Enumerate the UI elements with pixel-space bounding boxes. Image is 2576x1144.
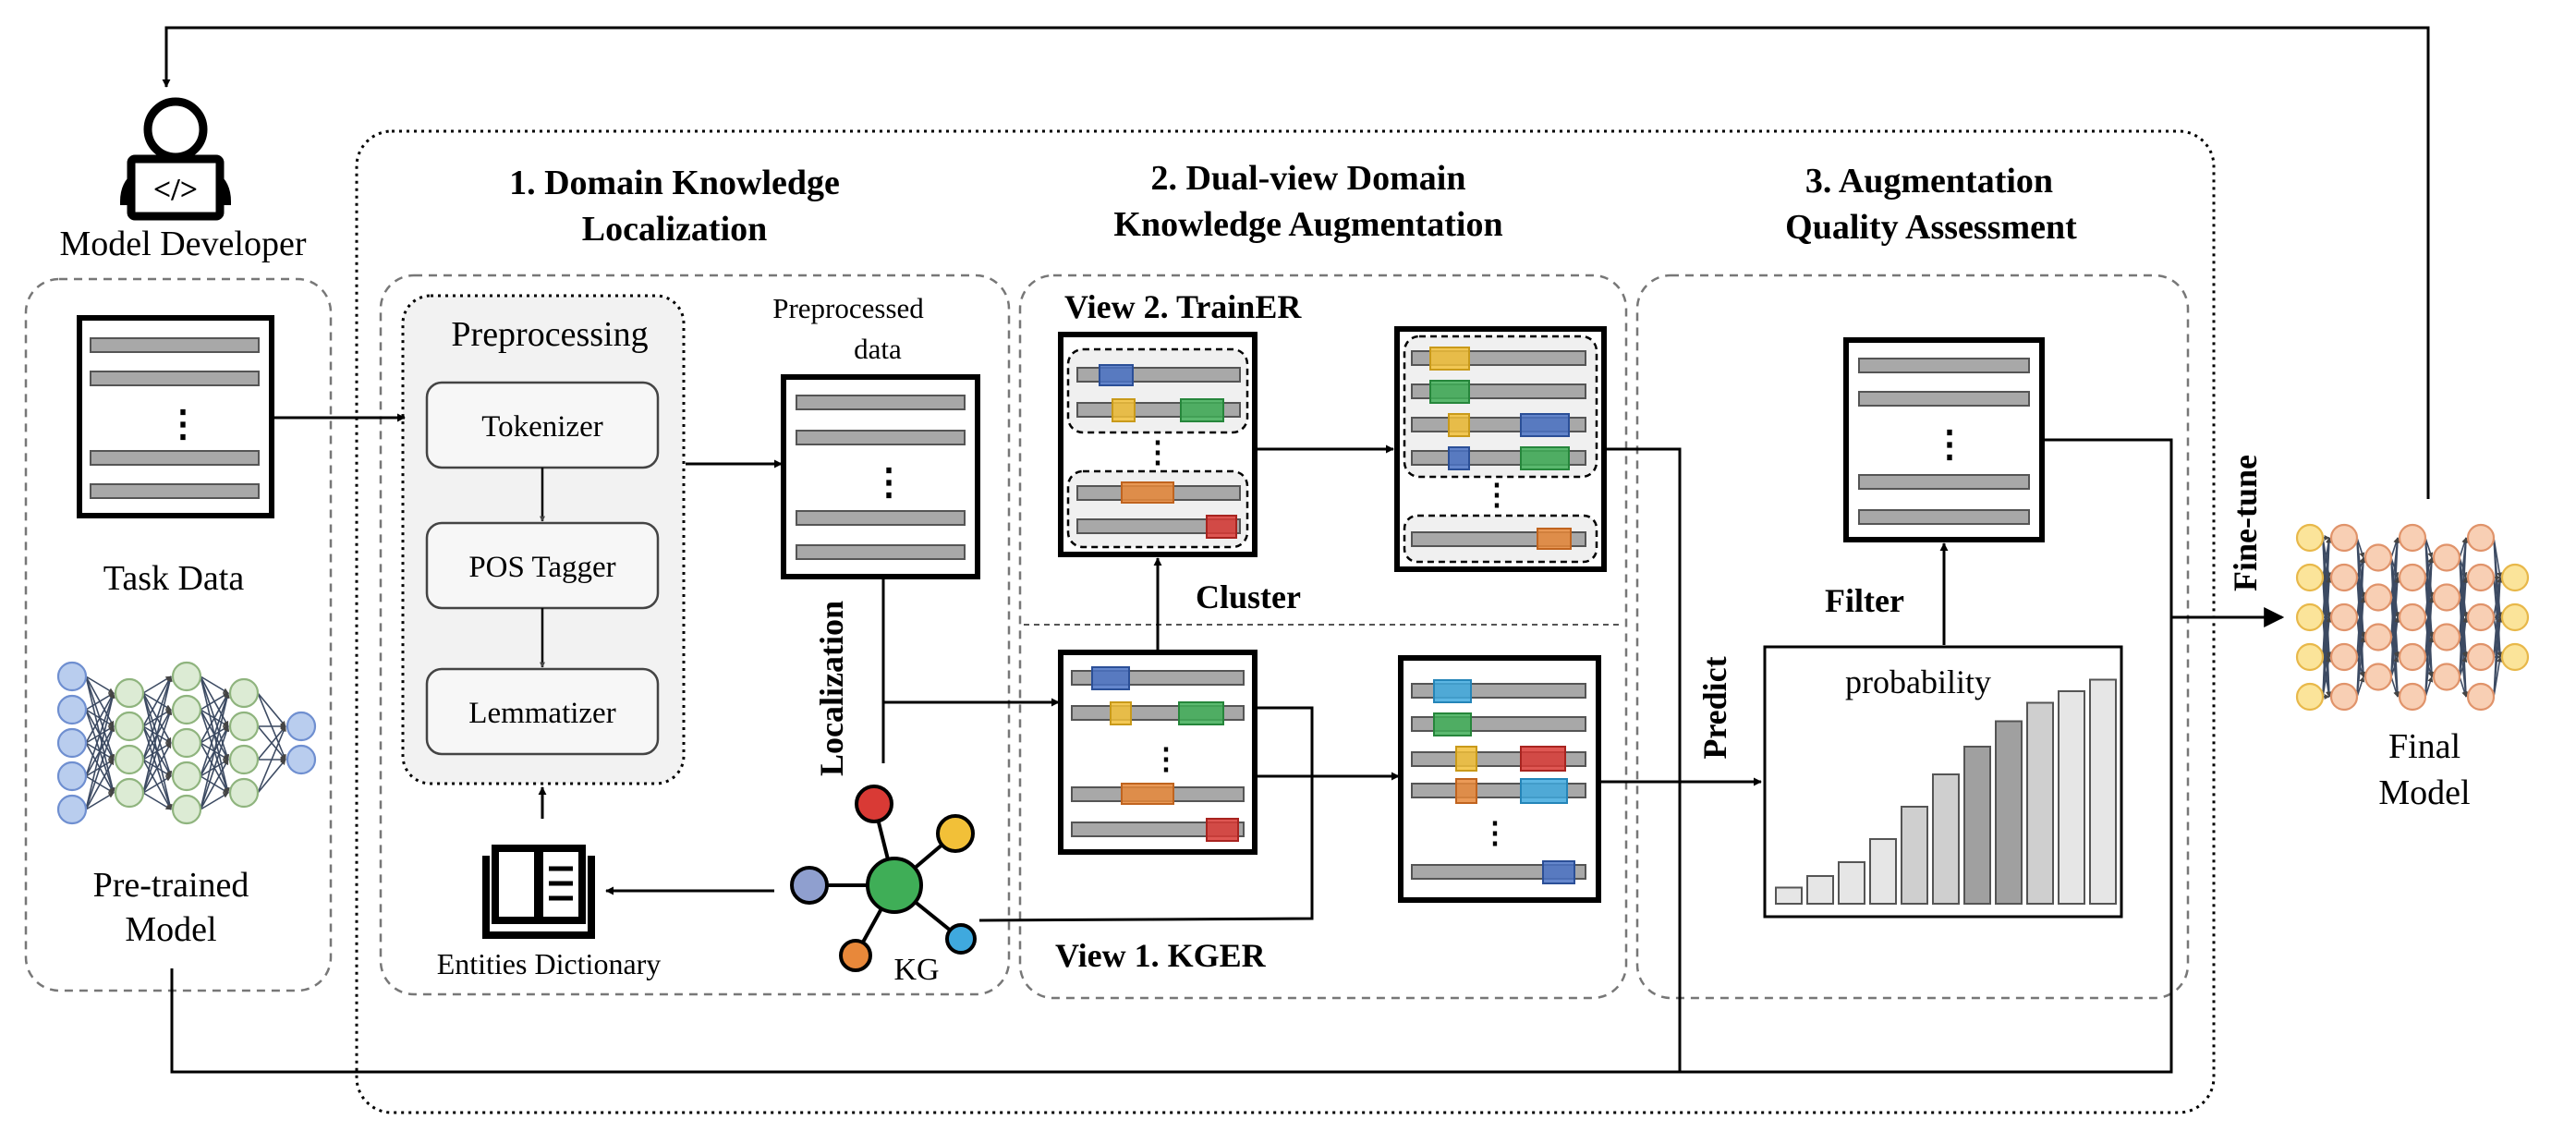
task-data-document: ⋮ (77, 315, 274, 518)
kger-localized-document: ⋮ (1058, 650, 1258, 855)
preprocessing-title: Preprocessing (451, 315, 648, 354)
probability-bar (1963, 746, 1991, 905)
developer-icon: </> (120, 97, 231, 221)
probability-bar (1995, 720, 2023, 905)
trainer-clustered-document: ⋮ (1058, 332, 1258, 557)
stage3-title-1: 3. Augmentation (1805, 162, 2053, 201)
stage1-panel (379, 274, 1011, 996)
pretrained-label-2: Model (125, 910, 216, 949)
input-column (24, 277, 333, 992)
pretrained-label-1: Pre-trained (93, 866, 249, 905)
stage3-title-2: Quality Assessment (1785, 208, 2077, 247)
stage2-title-1: 2. Dual-view Domain (1151, 159, 1466, 198)
final-label-1: Final (2388, 727, 2461, 766)
stage2-title-2: Knowledge Augmentation (1113, 205, 1502, 244)
lemmatizer-box (425, 667, 660, 756)
preprocessed-label-1: Preprocessed (772, 292, 924, 324)
probability-bar (1932, 773, 1960, 905)
knowledge-graph-icon (790, 785, 977, 972)
kger-augmented-document: ⋮ (1398, 655, 1601, 903)
book-icon (482, 845, 595, 939)
probability-bar (2026, 701, 2054, 905)
preprocessed-label-2: data (854, 333, 902, 365)
developer-label: Model Developer (60, 225, 307, 263)
view1-label: View 1. KGER (1055, 937, 1267, 974)
probability-bar (1901, 806, 1928, 905)
final-network-icon (2295, 523, 2530, 712)
cluster-label: Cluster (1196, 578, 1301, 615)
probability-bar (1775, 886, 1803, 905)
svg-text:⋮: ⋮ (870, 461, 907, 503)
finetune-label: Fine-tune (2227, 455, 2264, 591)
task-data-label: Task Data (103, 559, 245, 598)
view2-label: View 2. TrainER (1064, 288, 1302, 325)
tokenizer-label: Tokenizer (481, 410, 602, 444)
pretrained-network-icon (56, 661, 317, 825)
svg-text:⋮: ⋮ (1151, 742, 1181, 775)
probability-bar (2058, 690, 2085, 905)
svg-text:</>: </> (153, 173, 198, 207)
trainer-augmented-document: ⋮ (1394, 326, 1607, 572)
probability-bars (1775, 678, 2117, 905)
svg-text:⋮: ⋮ (164, 403, 201, 444)
svg-text:⋮: ⋮ (1931, 423, 1968, 465)
pos-tagger-label: POS Tagger (468, 551, 615, 584)
svg-text:⋮: ⋮ (1482, 478, 1512, 511)
dictionary-label: Entities Dictionary (437, 947, 662, 980)
connectors (162, 26, 2430, 1074)
probability-bar (2089, 678, 2117, 905)
filter-label: Filter (1825, 582, 1904, 619)
stage3-panel (1635, 274, 2190, 1000)
filtered-document: ⋮ (1843, 337, 2045, 542)
stage1-title-1: 1. Domain Knowledge (509, 164, 840, 202)
stage2-panel (1018, 274, 1628, 1000)
lemmatizer-label: Lemmatizer (468, 697, 615, 730)
kg-label: KG (893, 953, 939, 987)
svg-text:⋮: ⋮ (1143, 435, 1173, 469)
probability-bar (1838, 861, 1865, 905)
localization-label: Localization (813, 601, 850, 776)
stage1-title-2: Localization (582, 210, 768, 249)
final-label-2: Model (2378, 773, 2470, 812)
probability-bar (1806, 875, 1834, 905)
preprocessed-document: ⋮ (781, 374, 980, 579)
predict-label: Predict (1696, 656, 1733, 759)
probability-bar (1869, 838, 1897, 905)
probability-label: probability (1845, 663, 1991, 700)
svg-text:⋮: ⋮ (1480, 816, 1510, 849)
